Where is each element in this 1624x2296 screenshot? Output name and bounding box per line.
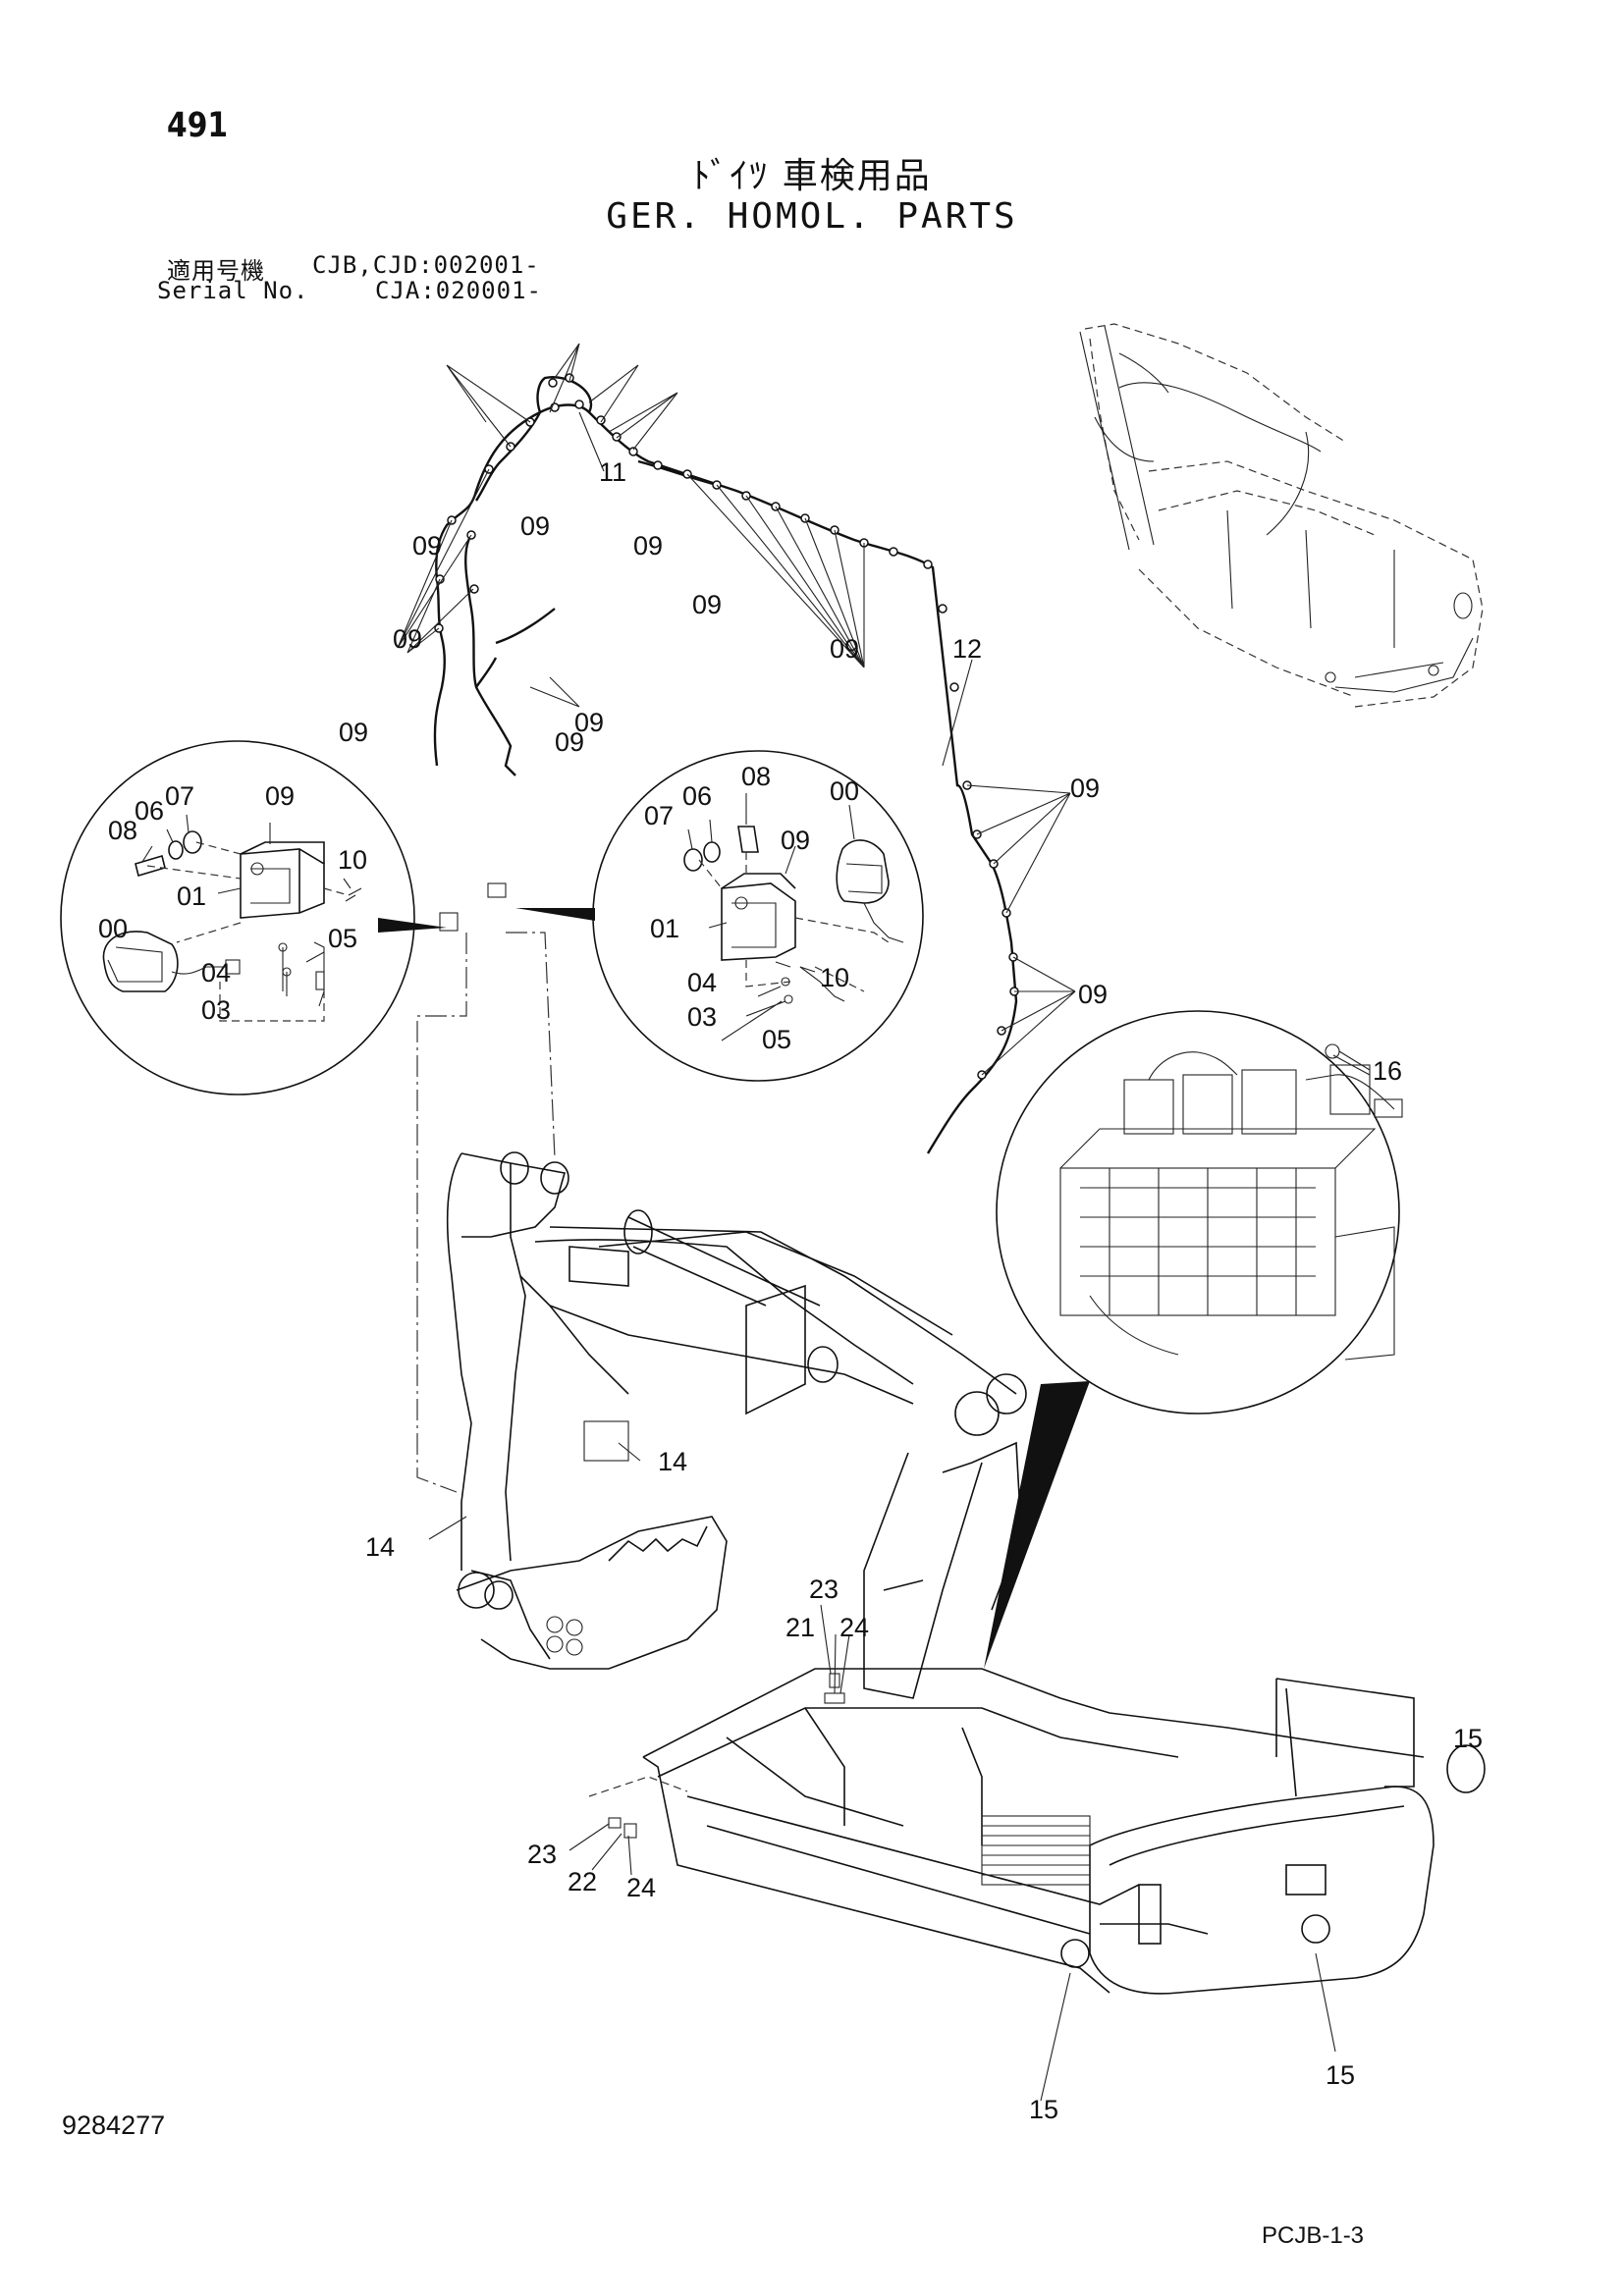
harness-clips <box>434 373 1019 1080</box>
serial-label-japanese: 適用号機 <box>167 257 265 285</box>
callout-01: 01 <box>177 881 206 911</box>
callout-04: 04 <box>687 968 717 997</box>
callout-03: 03 <box>687 1002 717 1032</box>
wiring-harness <box>397 343 1076 1154</box>
callout-00: 00 <box>98 914 128 943</box>
callout-15: 15 <box>1326 2060 1355 2090</box>
callout-09: 09 <box>830 634 859 664</box>
page-reference: PCJB-1-3 <box>1262 2222 1365 2249</box>
callout-08: 08 <box>108 816 137 845</box>
callout-15: 15 <box>1453 1724 1483 1753</box>
left-detail-circle <box>60 740 447 1095</box>
callout-01: 01 <box>650 914 679 943</box>
serial-range-cja: CJA:020001- <box>375 277 542 304</box>
callout-06: 06 <box>135 796 164 826</box>
center-detail-circle <box>515 750 924 1082</box>
callout-14: 14 <box>365 1532 395 1562</box>
callout-10: 10 <box>820 963 849 992</box>
callout-09: 09 <box>520 511 550 541</box>
callout-11: 11 <box>599 457 626 487</box>
machine-overview-sketch <box>1079 323 1484 708</box>
right-detail-circle <box>984 1010 1403 1669</box>
callout-12: 12 <box>952 634 982 664</box>
callout-09: 09 <box>574 708 604 737</box>
callout-04: 04 <box>201 958 231 988</box>
callout-24: 24 <box>839 1613 869 1642</box>
callout-08: 08 <box>741 762 771 791</box>
callout-09: 09 <box>339 718 368 747</box>
callout-09: 09 <box>393 624 422 654</box>
page-title-english: GER. HOMOL. PARTS <box>606 196 1018 237</box>
page-number: 491 <box>167 106 229 145</box>
callout-10: 10 <box>338 845 367 875</box>
callout-23: 23 <box>809 1575 839 1604</box>
lower-leaders <box>428 1054 1371 2102</box>
excavator-machine <box>416 932 1486 1995</box>
callout-09: 09 <box>692 590 722 619</box>
serial-label-english: Serial No. <box>157 277 309 304</box>
callout-09: 09 <box>555 727 584 757</box>
callout-09: 09 <box>633 531 663 561</box>
callout-15: 15 <box>1029 2095 1058 2124</box>
callout-07: 07 <box>165 781 194 811</box>
callout-07: 07 <box>644 801 674 830</box>
callout-14: 14 <box>658 1447 687 1476</box>
callout-09: 09 <box>1070 774 1100 803</box>
callout-24: 24 <box>626 1873 656 1902</box>
callout-06: 06 <box>682 781 712 811</box>
page-title-japanese: ﾄﾞｲﾂ 車検用品 <box>692 156 932 196</box>
callout-09: 09 <box>412 531 442 561</box>
callout-09: 09 <box>265 781 295 811</box>
serial-range-cjb-cjd: CJB,CJD:002001- <box>312 251 540 279</box>
callout-22: 22 <box>568 1867 597 1896</box>
callout-09: 09 <box>781 826 810 855</box>
callout-23: 23 <box>527 1840 557 1869</box>
callout-03: 03 <box>201 995 231 1025</box>
illustration-number: 9284277 <box>62 2110 166 2140</box>
callout-05: 05 <box>328 924 357 953</box>
callout-16: 16 <box>1373 1056 1402 1086</box>
callout-21: 21 <box>785 1613 815 1642</box>
callout-00: 00 <box>830 776 859 806</box>
callout-09: 09 <box>1078 980 1108 1009</box>
callout-05: 05 <box>762 1025 791 1054</box>
